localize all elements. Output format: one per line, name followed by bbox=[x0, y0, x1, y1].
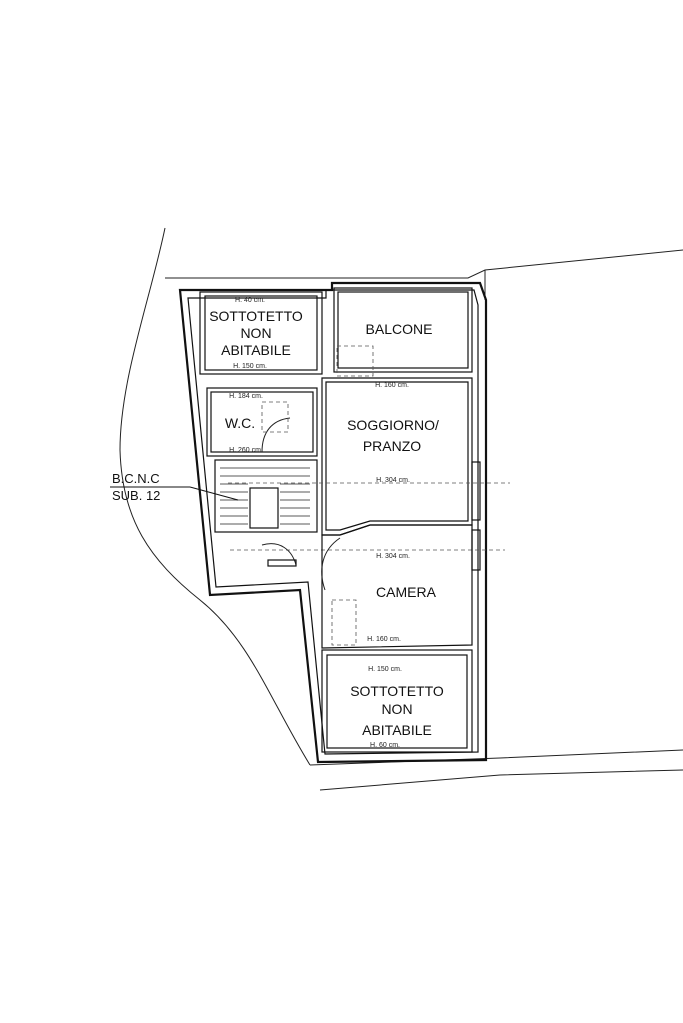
room-sottotetto-top bbox=[199, 291, 323, 375]
label-sottotetto-top-3: ABITABILE bbox=[221, 342, 291, 358]
height-h40: H. 40 cm. bbox=[235, 297, 265, 304]
height-h304-b: H. 304 cm. bbox=[376, 553, 410, 560]
height-h304-a: H. 304 cm. bbox=[376, 477, 410, 484]
label-soggiorno-1: SOGGIORNO/ bbox=[347, 417, 439, 433]
room-sottotetto-bottom-inner bbox=[326, 654, 468, 749]
height-h60: H. 60 cm. bbox=[370, 742, 400, 749]
height-h150-bottom: H. 150 cm. bbox=[368, 666, 402, 673]
stair-core bbox=[249, 487, 279, 529]
boundary-left-curve bbox=[119, 227, 311, 766]
label-soggiorno-2: PRANZO bbox=[363, 438, 421, 454]
outer-wall-inner bbox=[187, 289, 479, 755]
height-h160-top: H. 160 cm. bbox=[375, 382, 409, 389]
label-wc: W.C. bbox=[225, 415, 255, 431]
bcnc-label-1: B.C.N.C bbox=[112, 471, 160, 486]
room-balcone-inner bbox=[337, 291, 469, 369]
label-balcone: BALCONE bbox=[366, 321, 433, 337]
window-right-1 bbox=[471, 461, 481, 521]
boundary-top-line bbox=[165, 249, 683, 279]
wc-fixture-dashed bbox=[261, 401, 289, 433]
room-camera bbox=[321, 524, 473, 649]
label-sottotetto-top-2: NON bbox=[240, 325, 271, 341]
room-balcone bbox=[333, 287, 473, 373]
height-h260: H. 260 cm. bbox=[229, 447, 263, 454]
label-camera: CAMERA bbox=[376, 584, 437, 600]
height-h160-bottom: H. 160 cm. bbox=[367, 636, 401, 643]
entry-door-swing bbox=[261, 543, 297, 566]
label-sottotetto-top-1: SOTTOTETTO bbox=[209, 308, 303, 324]
label-sottotetto-bottom-2: NON bbox=[381, 701, 412, 717]
label-sottotetto-bottom-1: SOTTOTETTO bbox=[350, 683, 444, 699]
outer-wall bbox=[178, 281, 488, 764]
stair-treads bbox=[220, 467, 310, 525]
room-soggiorno-inner bbox=[325, 381, 469, 531]
label-sottotetto-bottom-3: ABITABILE bbox=[362, 722, 432, 738]
entry-threshold bbox=[267, 559, 297, 567]
room-sottotetto-top-inner bbox=[204, 295, 318, 371]
bcnc-leader bbox=[189, 486, 239, 501]
bcnc-label-2: SUB. 12 bbox=[112, 488, 160, 503]
room-soggiorno bbox=[321, 377, 473, 536]
boundary-bottom-line bbox=[309, 749, 683, 766]
camera-door-swing bbox=[321, 537, 341, 591]
boundary-bottom-right bbox=[319, 769, 683, 791]
room-sottotetto-bottom bbox=[321, 649, 473, 753]
stair-block bbox=[214, 459, 318, 533]
camera-fixture-dashed bbox=[331, 599, 357, 646]
height-h150-top: H. 150 cm. bbox=[233, 363, 267, 370]
balcone-door-dashed bbox=[336, 345, 374, 377]
wc-door-swing bbox=[261, 417, 291, 453]
room-wc bbox=[206, 387, 318, 457]
height-h184: H. 184 cm. bbox=[229, 393, 263, 400]
